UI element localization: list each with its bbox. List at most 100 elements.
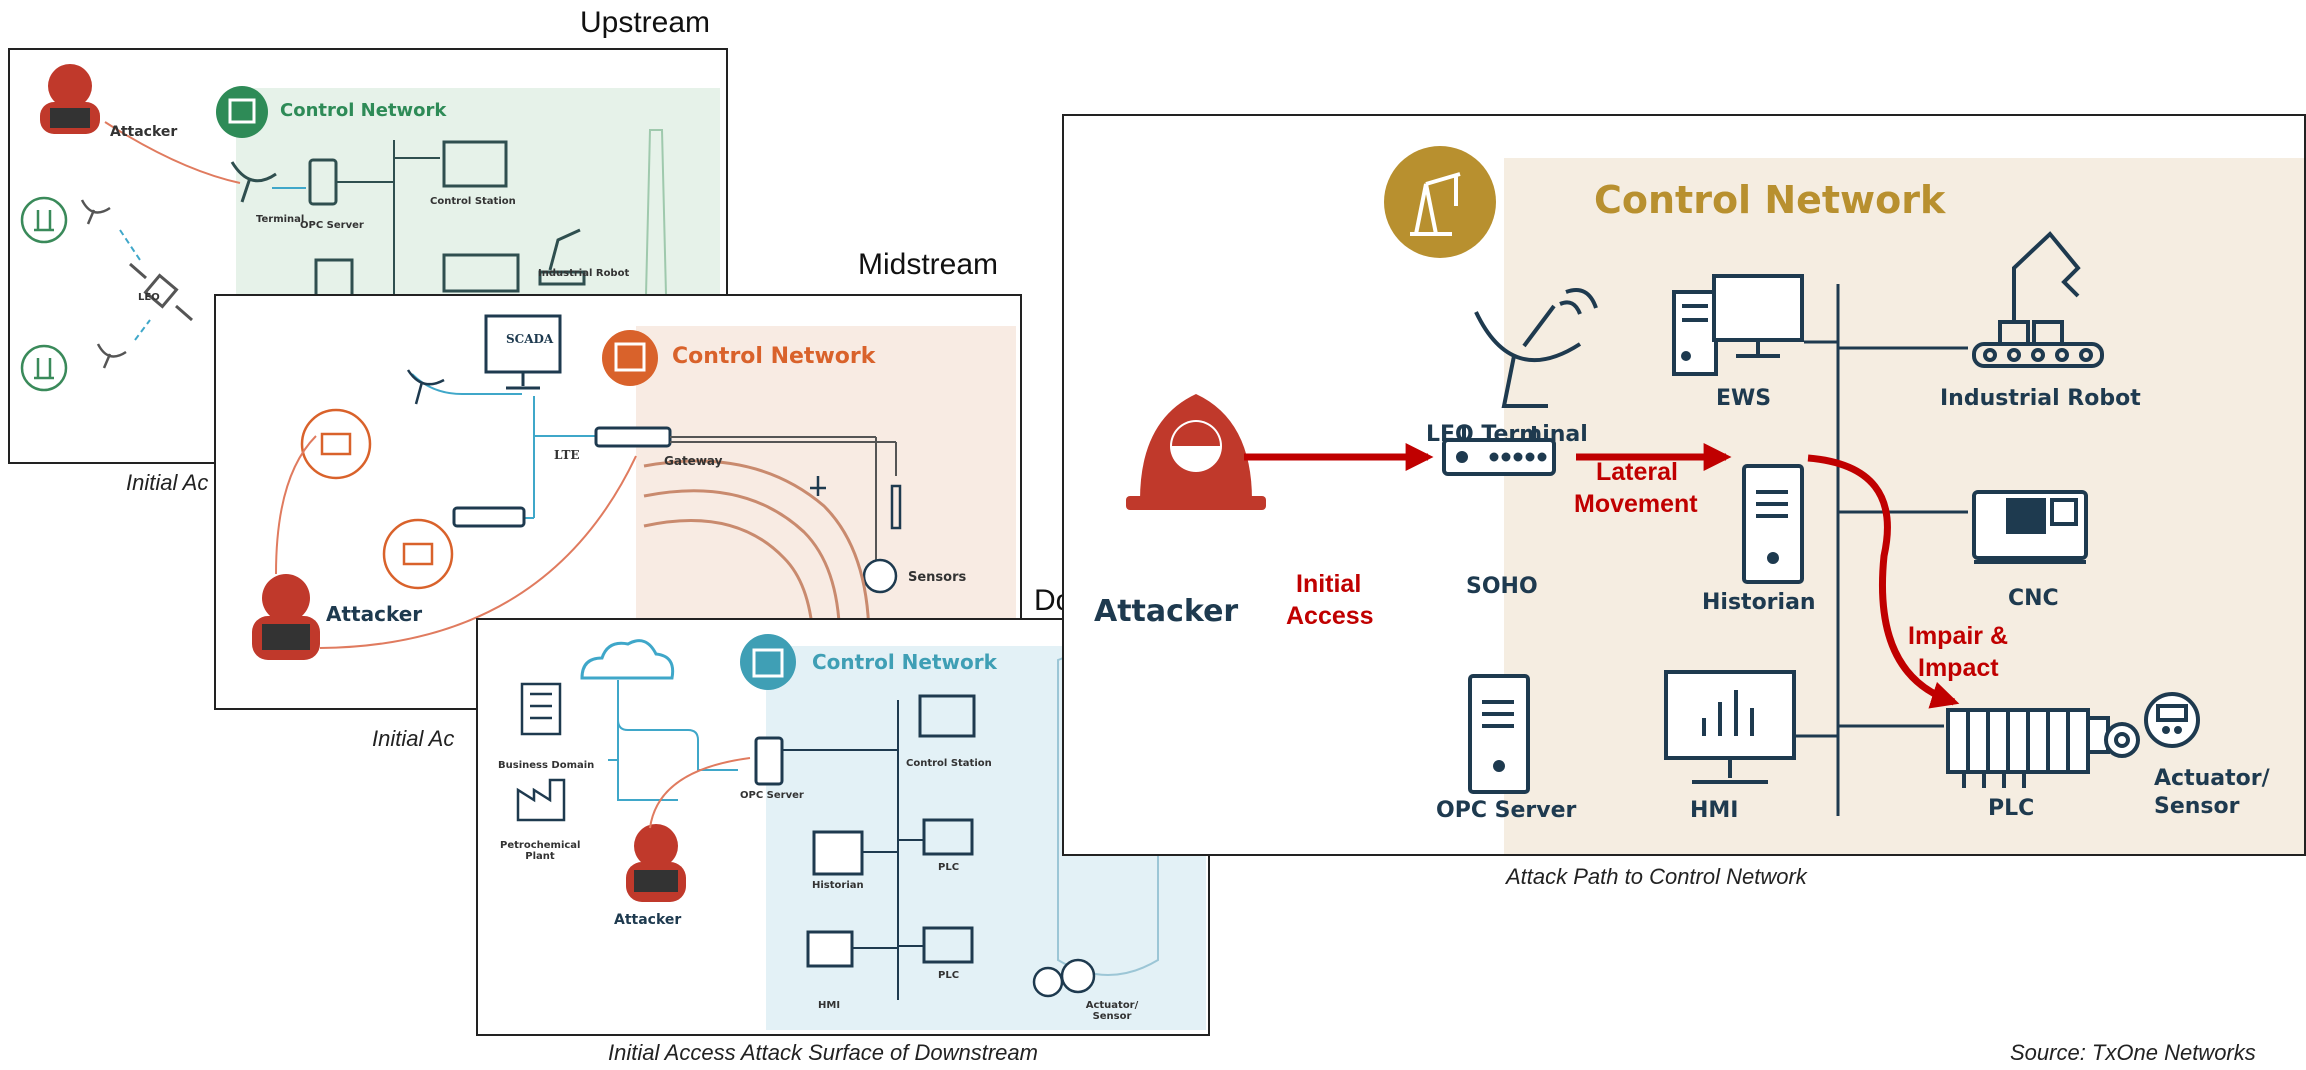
midstream-sensors-label: Sensors xyxy=(908,570,967,585)
main-hmi-label: HMI xyxy=(1690,798,1739,823)
downstream-plc-label-1: PLC xyxy=(938,862,960,873)
upstream-opc-icon xyxy=(308,158,338,206)
downstream-plc-label-2: PLC xyxy=(938,970,960,981)
midstream-gateway-label: Gateway xyxy=(664,454,723,468)
upstream-logo-icon xyxy=(216,86,268,138)
upstream-terminal-icon xyxy=(230,161,277,203)
midstream-dish-icon xyxy=(406,369,445,405)
main-lateral-movement-label-1: Lateral xyxy=(1596,458,1678,486)
midstream-scada-label: SCADA xyxy=(506,332,554,346)
downstream-historian-label: Historian xyxy=(812,880,864,891)
upstream-robot-label: Industrial Robot xyxy=(538,268,630,279)
downstream-opc-label: OPC Server xyxy=(740,790,804,801)
main-impair-impact-arrow xyxy=(1807,454,1960,709)
upstream-dish-icons xyxy=(80,199,127,369)
downstream-plant-icon xyxy=(516,778,566,822)
downstream-control-network-title: Control Network xyxy=(812,650,997,674)
downstream-plc-icon-1 xyxy=(922,818,974,856)
midstream-logo-icon xyxy=(602,330,658,386)
main-industrial-robot-label: Industrial Robot xyxy=(1940,386,2141,411)
downstream-hmi-label: HMI xyxy=(818,1000,841,1011)
midstream-attacker-icon xyxy=(252,574,320,660)
main-leo-terminal-icon xyxy=(1474,288,1598,408)
midstream-router-icon xyxy=(452,506,526,528)
main-historian-label: Historian xyxy=(1702,590,1816,615)
main-cnc-label: CNC xyxy=(2008,586,2059,611)
main-soho-label: SOHO xyxy=(1466,574,1538,599)
main-industrial-robot-icon xyxy=(1972,231,2104,368)
midstream-sensor-icon xyxy=(810,476,902,594)
downstream-attacker-icon xyxy=(626,824,686,902)
upstream-opc-label: OPC Server xyxy=(300,220,364,231)
main-soho-icon xyxy=(1442,426,1556,476)
upstream-control-station-icon xyxy=(442,140,508,188)
midstream-control-network-title: Control Network xyxy=(672,344,876,369)
downstream-business-domain-label: Business Domain xyxy=(498,760,595,771)
midstream-lte-label: LTE xyxy=(554,448,580,462)
upstream-caption: Initial Ac xyxy=(126,470,209,495)
midstream-attacker-label: Attacker xyxy=(326,602,423,626)
downstream-control-station-label: Control Station xyxy=(906,758,992,769)
main-impair-impact-label-1: Impair & xyxy=(1908,622,2009,650)
main-opc-server-label: OPC Server xyxy=(1436,798,1577,823)
downstream-cloud-icon xyxy=(580,639,675,680)
upstream-terminal-label: Terminal xyxy=(256,214,305,225)
main-initial-access-label-1: Initial xyxy=(1296,570,1362,598)
upstream-control-station-label: Control Station xyxy=(430,196,516,207)
downstream-opc-icon xyxy=(754,736,784,786)
upstream-platform-icon-1 xyxy=(20,196,68,244)
midstream-title: Midstream xyxy=(858,248,999,281)
main-logo-icon xyxy=(1384,146,1496,258)
main-attacker-icon xyxy=(1126,394,1266,510)
downstream-attacker-label: Attacker xyxy=(614,912,682,928)
upstream-control-network-title: Control Network xyxy=(280,100,447,121)
upstream-title: Upstream xyxy=(580,6,711,39)
midstream-valve-icon-2 xyxy=(382,518,454,590)
downstream-building-icon xyxy=(520,682,562,736)
downstream-actuator-label: Actuator/ Sensor xyxy=(1085,1000,1139,1022)
upstream-robot-icon xyxy=(538,228,586,286)
main-impair-impact-label-2: Impact xyxy=(1918,654,1999,682)
downstream-caption: Initial Access Attack Surface of Downstr… xyxy=(608,1040,1038,1065)
main-panel: Control Network LEO Terminal EWS Industr… xyxy=(1062,114,2306,856)
downstream-panel: Control Network Business Domain Petroche… xyxy=(476,618,1210,1036)
upstream-attacker-icon xyxy=(40,64,100,134)
downstream-control-station-icon xyxy=(918,694,976,738)
main-control-network-title: Control Network xyxy=(1594,178,1946,222)
main-ews-icon xyxy=(1672,274,1804,376)
midstream-gateway-icon xyxy=(594,426,672,448)
main-attacker-label: Attacker xyxy=(1094,594,1239,629)
main-cnc-icon xyxy=(1972,490,2088,564)
upstream-diagram xyxy=(20,64,672,461)
downstream-logo-icon xyxy=(740,634,796,690)
downstream-petrochemical-label: Petrochemical Plant xyxy=(500,840,581,862)
main-caption: Attack Path to Control Network xyxy=(1506,864,1807,889)
downstream-plc-icon-2 xyxy=(922,926,974,964)
main-plc-icon xyxy=(1946,708,2090,788)
upstream-attacker-label: Attacker xyxy=(110,124,178,140)
main-actuator-sensor-label-2: Sensor xyxy=(2154,794,2240,819)
main-plc-label: PLC xyxy=(1988,796,2035,821)
upstream-platform-icon-2 xyxy=(20,344,68,392)
source-note: Source: TxOne Networks xyxy=(2010,1040,2256,1065)
main-opc-server-icon xyxy=(1468,674,1530,794)
downstream-diagram xyxy=(516,634,1159,1000)
upstream-satellite-icon xyxy=(129,262,193,322)
midstream-scada-icon xyxy=(484,314,562,390)
main-historian-icon xyxy=(1742,464,1804,584)
upstream-leo-label: LEO xyxy=(138,292,160,303)
main-initial-access-label-2: Access xyxy=(1286,602,1374,630)
midstream-diagram xyxy=(252,314,902,708)
main-diagram xyxy=(1126,146,2200,816)
main-leo-terminal-label: LEO Terminal xyxy=(1426,422,1588,447)
main-ews-label: EWS xyxy=(1716,386,1772,411)
midstream-valve-icon-1 xyxy=(300,408,372,480)
main-lateral-movement-label-2: Movement xyxy=(1574,490,1698,518)
main-actuator-sensor-icon xyxy=(2086,692,2200,758)
main-hmi-icon xyxy=(1664,670,1796,784)
downstream-actuator-icon xyxy=(1032,958,1096,998)
downstream-historian-icon xyxy=(812,830,864,876)
main-actuator-sensor-label-1: Actuator/ xyxy=(2154,766,2270,791)
midstream-caption: Initial Ac xyxy=(372,726,455,751)
downstream-hmi-icon xyxy=(806,930,854,968)
